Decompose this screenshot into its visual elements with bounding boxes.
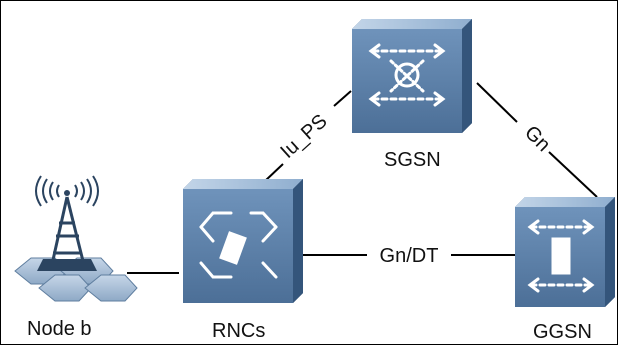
node-b-label: Node b: [27, 318, 92, 340]
cell-tower-icon: [14, 175, 138, 302]
edge-gn-lower: [548, 151, 598, 198]
rnc-router-icon: [183, 179, 303, 303]
tower-structure: [49, 196, 87, 270]
radio-waves: [35, 175, 99, 207]
edge-iu-ps-lower: [264, 163, 284, 182]
sgsn-arrows: [368, 43, 446, 107]
ggsn-label: GGSN: [533, 321, 592, 343]
edge-gn-upper: [476, 82, 518, 123]
connections: [127, 82, 598, 274]
tower-top: [64, 190, 70, 196]
gn-dt-label: Gn/DT: [380, 245, 439, 267]
tower-base: [37, 259, 97, 271]
ggsn-arrows: [527, 219, 595, 293]
rncs-label: RNCs: [212, 320, 265, 342]
iu-ps-label: Iu_PS: [276, 110, 331, 163]
rnc-arrows: [199, 211, 278, 279]
ggsn-router-icon: [515, 197, 615, 307]
edge-iu-ps-upper: [333, 90, 352, 107]
sgsn-router-icon: [352, 19, 472, 133]
gn-label: Gn: [520, 122, 554, 156]
sgsn-label: SGSN: [384, 149, 441, 171]
